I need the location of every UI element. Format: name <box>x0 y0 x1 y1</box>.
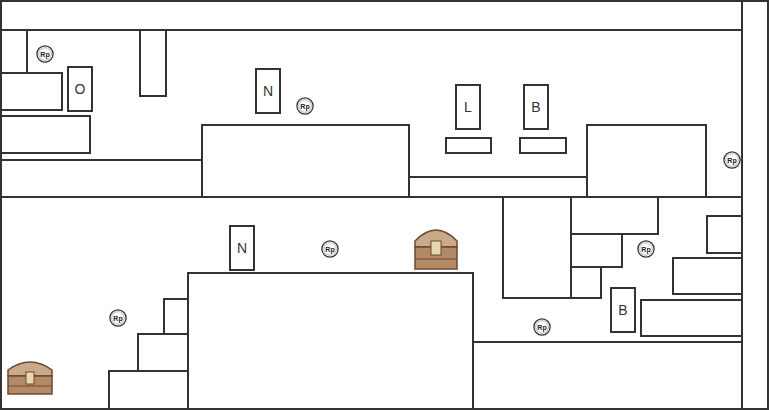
coin-label: Rp <box>113 315 122 322</box>
coin-token: Rp <box>321 240 339 258</box>
treasure-chest <box>415 230 457 269</box>
coin-label: Rp <box>300 103 309 110</box>
treasure-chest <box>8 362 52 394</box>
letter-block: B <box>610 287 636 333</box>
coin-label: Rp <box>325 246 334 253</box>
letter-block: B <box>523 84 549 130</box>
letter-block: N <box>229 225 255 271</box>
coin-token: Rp <box>533 318 551 336</box>
letter-block: N <box>255 68 281 114</box>
coin-token: Rp <box>296 97 314 115</box>
letter-label: O <box>75 82 86 96</box>
letter-block: L <box>455 84 481 130</box>
coin-token: Rp <box>109 309 127 327</box>
coin-token: Rp <box>36 45 54 63</box>
letter-label: N <box>237 241 247 255</box>
letter-label: L <box>464 100 472 114</box>
coin-token: Rp <box>723 151 741 169</box>
letter-label: N <box>263 84 273 98</box>
letter-label: B <box>618 303 627 317</box>
coin-label: Rp <box>641 246 650 253</box>
letter-block: O <box>67 66 93 112</box>
letter-label: B <box>531 100 540 114</box>
coin-label: Rp <box>40 51 49 58</box>
coin-label: Rp <box>537 324 546 331</box>
coin-label: Rp <box>727 157 736 164</box>
coin-token: Rp <box>637 240 655 258</box>
